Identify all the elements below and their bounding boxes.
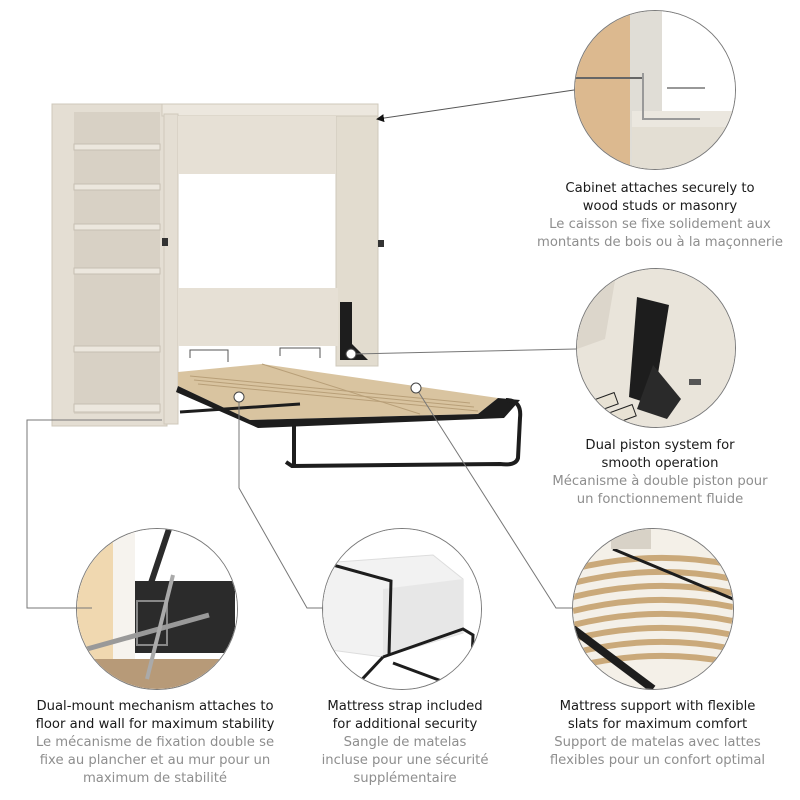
bookcase (51, 103, 168, 427)
callout-subtitle-line: fixe au plancher et au mur pour un (39, 753, 271, 768)
callout-title-line: wood studs or masonry (582, 199, 738, 214)
detail-image-flexible-slats (572, 528, 734, 690)
callout-title-line: for additional security (332, 717, 478, 732)
callout-subtitle-line: Le mécanisme de fixation double se (35, 735, 275, 750)
callout-mattress-strap: Mattress strap included for additional s… (290, 698, 520, 788)
callout-title-line: slats for maximum comfort (567, 717, 748, 732)
callout-subtitle-line: montants de bois ou à la maçonnerie (536, 235, 784, 250)
detail-image-dual-mount (76, 528, 238, 690)
detail-image-mattress-strap (322, 528, 482, 690)
callout-subtitle-line: Le caisson se fixe solidement aux (549, 217, 771, 232)
callout-dual-mount: Dual-mount mechanism attaches to floor a… (10, 698, 300, 788)
product-illustration (40, 95, 540, 475)
callout-subtitle-line: Mécanisme à double piston pour (552, 474, 768, 489)
callout-dual-piston: Dual piston system for smooth operation … (520, 437, 800, 509)
callout-subtitle-line: flexibles pour un confort optimal (549, 753, 766, 768)
callout-cabinet-attach: Cabinet attaches securely to wood studs … (520, 180, 800, 252)
callout-title-line: Dual piston system for (585, 438, 735, 453)
callout-subtitle-line: supplémentaire (353, 771, 457, 786)
callout-title-line: smooth operation (601, 456, 719, 471)
callout-subtitle-line: un fonctionnement fluide (576, 492, 744, 507)
callout-flexible-slats: Mattress support with flexible slats for… (515, 698, 800, 770)
callout-title-line: floor and wall for maximum stability (35, 717, 275, 732)
callout-title-line: Mattress strap included (327, 699, 483, 714)
detail-image-cabinet-attach (574, 10, 736, 170)
detail-image-dual-piston (576, 268, 736, 428)
callout-subtitle-line: Sangle de matelas (343, 735, 467, 750)
callout-subtitle-line: incluse pour une sécurité (321, 753, 489, 768)
callout-title-line: Cabinet attaches securely to (565, 181, 755, 196)
callout-subtitle-line: maximum de stabilité (82, 771, 228, 786)
callout-subtitle-line: Support de matelas avec lattes (554, 735, 761, 750)
callout-title-line: Mattress support with flexible (559, 699, 756, 714)
bed-cabinet (161, 103, 384, 425)
callout-title-line: Dual-mount mechanism attaches to (36, 699, 274, 714)
